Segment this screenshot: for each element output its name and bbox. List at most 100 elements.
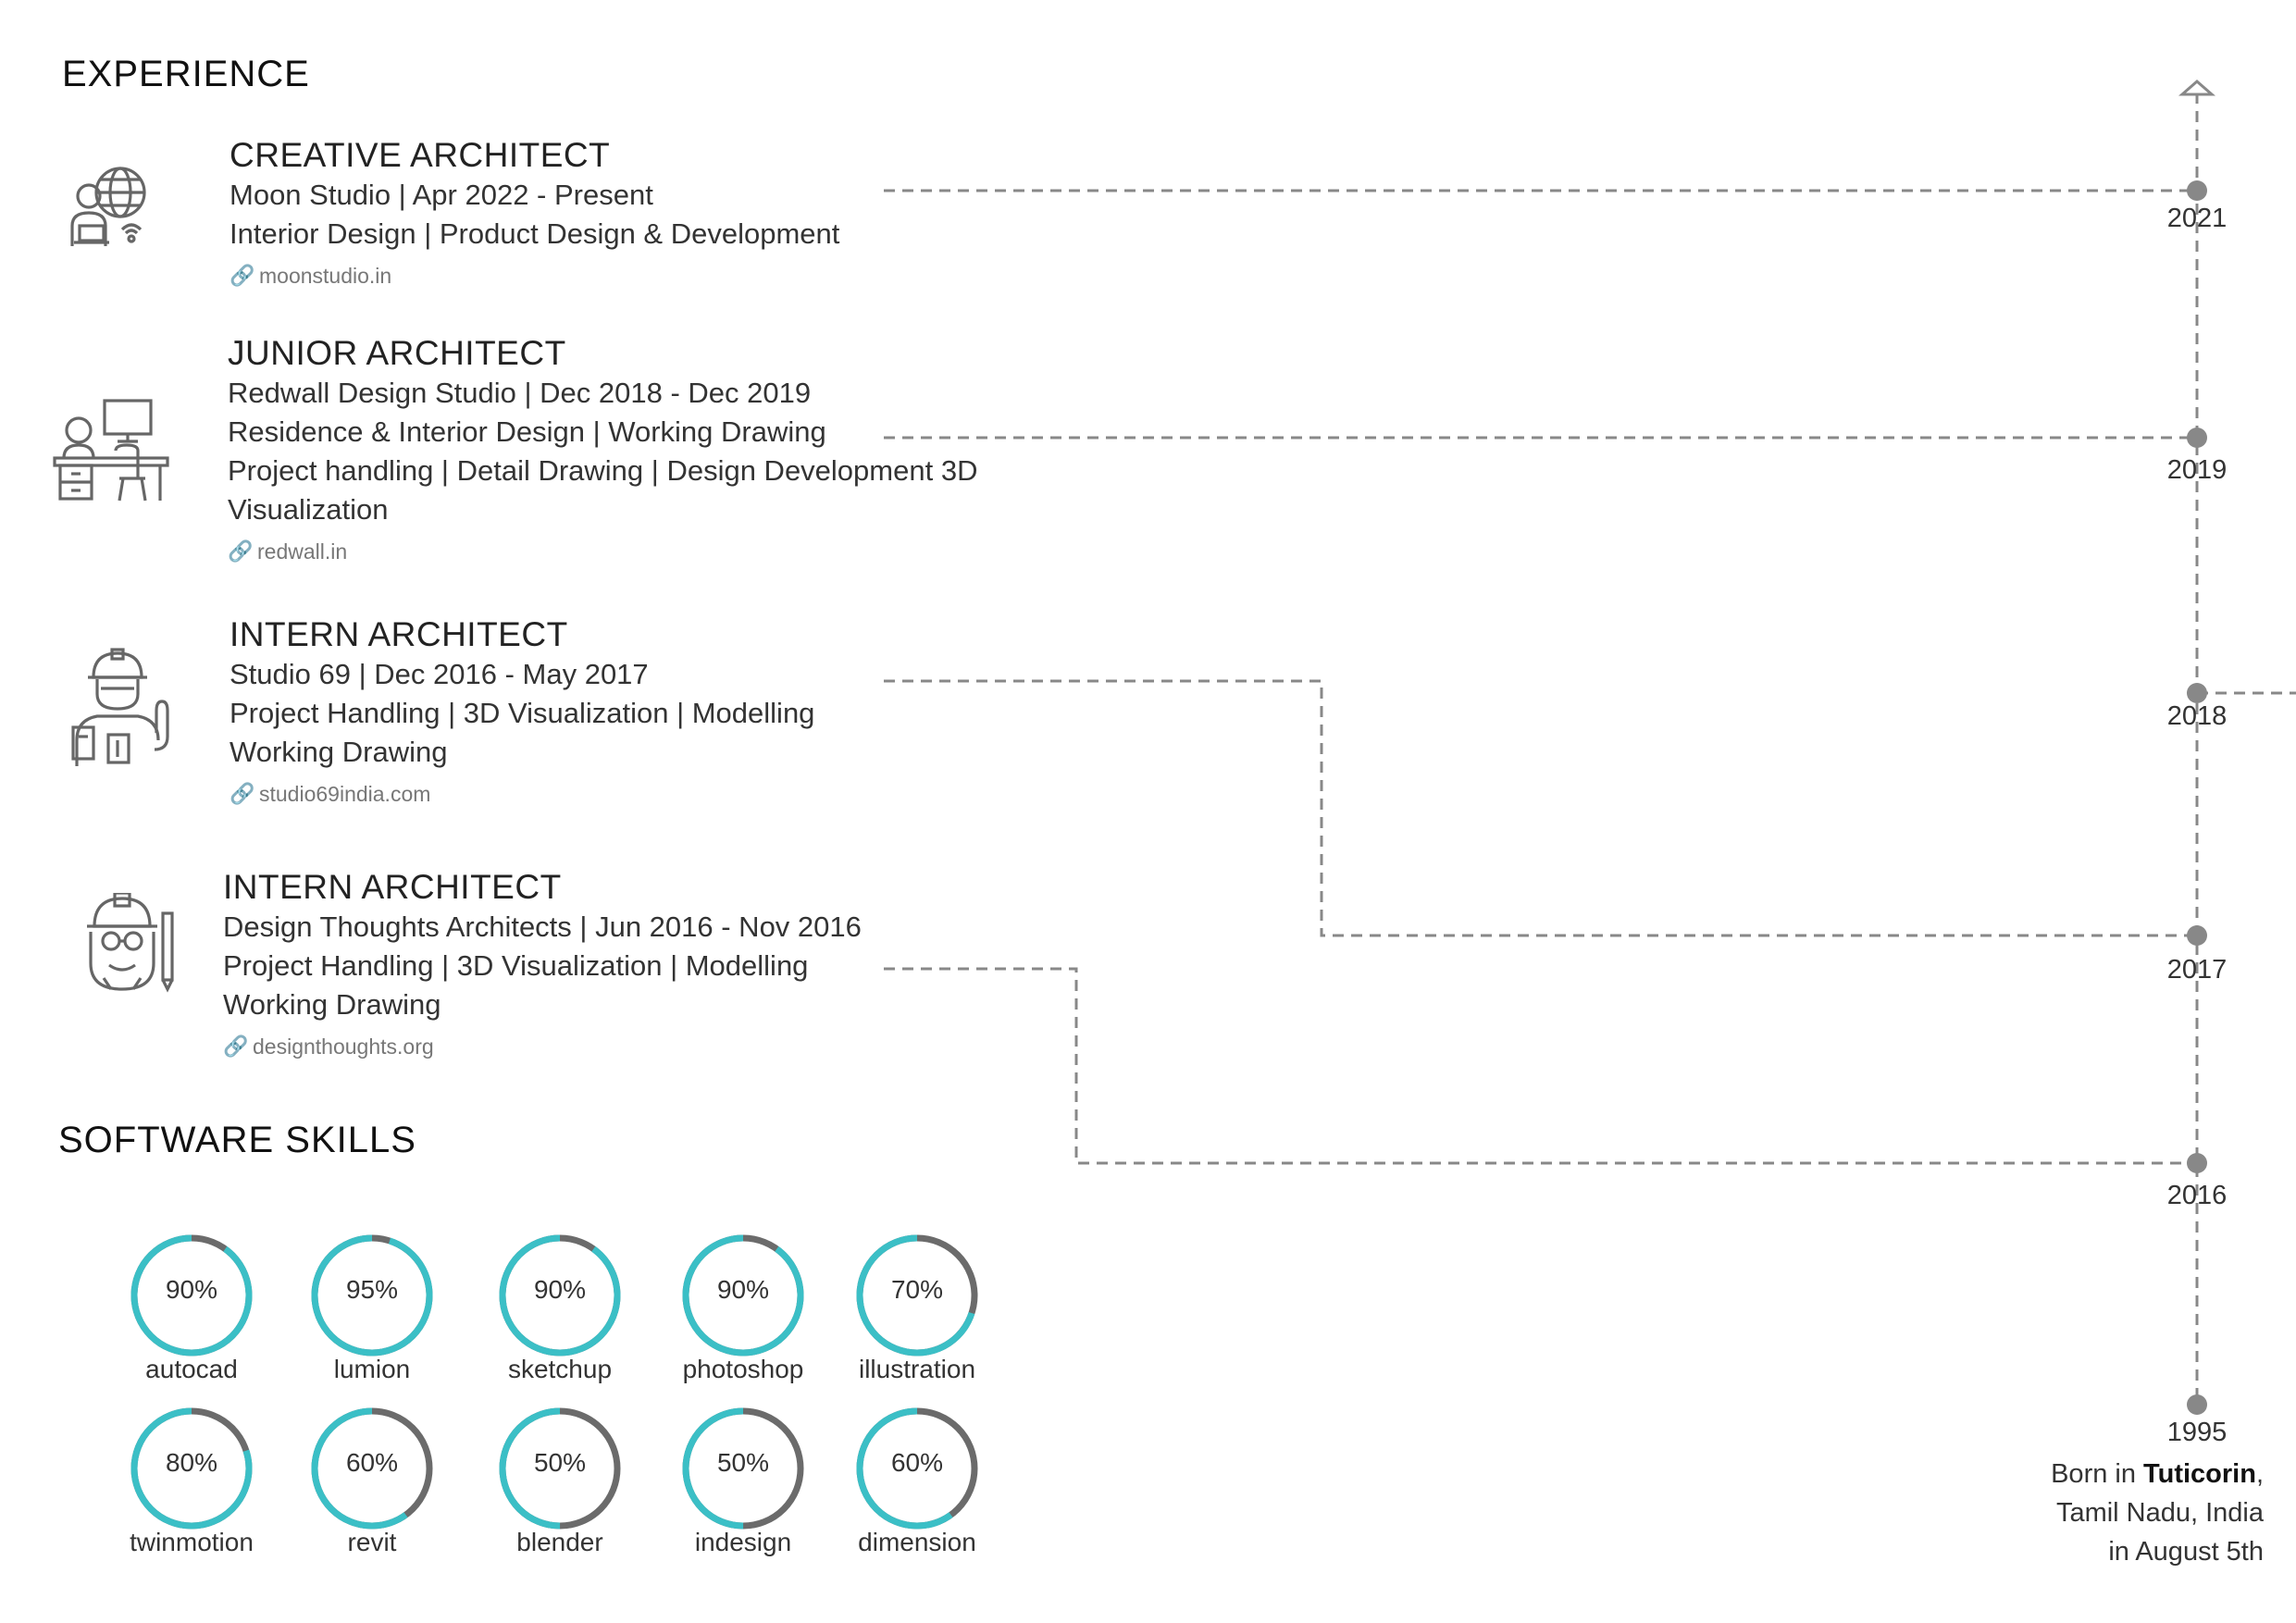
skill-name: autocad bbox=[145, 1355, 238, 1383]
job-link[interactable]: 🔗 moonstudio.in bbox=[230, 259, 839, 292]
skill-percent: 60% bbox=[345, 1448, 399, 1477]
skill-twinmotion: 80%twinmotion bbox=[127, 1404, 256, 1557]
timeline-node-2019 bbox=[2187, 427, 2207, 448]
job-link[interactable]: 🔗 studio69india.com bbox=[230, 777, 814, 811]
job-description: Project Handling | 3D Visualization | Mo… bbox=[230, 697, 815, 729]
job-title: INTERN ARCHITECT bbox=[230, 615, 568, 653]
skill-name: dimension bbox=[858, 1528, 976, 1556]
link-icon: 🔗 bbox=[228, 539, 254, 563]
skill-name: sketchup bbox=[507, 1355, 613, 1383]
designer-globe-icon bbox=[65, 157, 157, 254]
skill-name: revit bbox=[347, 1528, 397, 1556]
skill-ring-fill bbox=[130, 1234, 253, 1357]
job-description: Visualization bbox=[228, 493, 389, 526]
job-description: Working Drawing bbox=[230, 736, 448, 768]
link-icon: 🔗 bbox=[230, 782, 255, 805]
skill-ring-fill bbox=[682, 1234, 804, 1357]
skill-ring-fill bbox=[130, 1407, 253, 1530]
job-company-dates: Moon Studio | Apr 2022 - Present bbox=[230, 179, 653, 211]
job-title: CREATIVE ARCHITECT bbox=[230, 136, 611, 174]
job-junior-architect: JUNIOR ARCHITECT Redwall Design Studio |… bbox=[228, 333, 977, 568]
job-link-text[interactable]: studio69india.com bbox=[259, 782, 431, 806]
timeline-node-2016 bbox=[2187, 1153, 2207, 1173]
engineer-helmet-icon bbox=[81, 891, 179, 999]
skill-ring-fill bbox=[499, 1234, 621, 1357]
engineer-blueprint-icon bbox=[69, 648, 171, 773]
job-description: Project Handling | 3D Visualization | Mo… bbox=[223, 949, 809, 982]
skill-indesign: 50% indesign bbox=[678, 1404, 808, 1557]
skill-name: blender bbox=[516, 1528, 603, 1556]
skill-sketchup: 90% sketchup bbox=[495, 1231, 625, 1384]
job-link[interactable]: 🔗 redwall.in bbox=[228, 535, 977, 568]
skill-illustration: 70% illustration bbox=[852, 1231, 982, 1384]
job-intern-design-thoughts: INTERN ARCHITECT Design Thoughts Archite… bbox=[223, 867, 862, 1063]
job-link[interactable]: 🔗 designthoughts.org bbox=[223, 1030, 862, 1063]
arrow-up-icon bbox=[2178, 80, 2215, 96]
year-label: 2021 bbox=[2166, 204, 2228, 233]
skill-ring-fill bbox=[499, 1407, 621, 1530]
skill-ring-fill bbox=[856, 1407, 978, 1530]
job-creative-architect: CREATIVE ARCHITECT Moon Studio | Apr 202… bbox=[230, 135, 839, 292]
timeline-node-2021 bbox=[2187, 180, 2207, 201]
year-label: 2019 bbox=[2166, 455, 2228, 485]
job-intern-studio69: INTERN ARCHITECT Studio 69 | Dec 2016 - … bbox=[230, 614, 814, 811]
skill-ring bbox=[499, 1407, 621, 1530]
born-city: Tuticorin bbox=[2143, 1459, 2256, 1489]
timeline-node-2017 bbox=[2187, 925, 2207, 946]
skill-photoshop: 90% photoshop bbox=[678, 1231, 808, 1384]
job-description: Residence & Interior Design | Working Dr… bbox=[228, 415, 826, 448]
skill-ring bbox=[311, 1234, 433, 1357]
timeline-node-1995 bbox=[2187, 1394, 2207, 1415]
year-label: 2018 bbox=[2166, 701, 2228, 731]
timeline-node-2018 bbox=[2187, 683, 2207, 703]
skill-ring-fill bbox=[682, 1407, 804, 1530]
skill-percent: 50% bbox=[533, 1448, 587, 1477]
born-suffix: , bbox=[2255, 1459, 2264, 1489]
job-title: JUNIOR ARCHITECT bbox=[228, 334, 566, 372]
born-region: Tamil Nadu, India bbox=[2055, 1498, 2264, 1528]
job-description: Interior Design | Product Design & Devel… bbox=[230, 217, 840, 250]
skill-percent: 50% bbox=[716, 1448, 770, 1477]
software-skills-heading: SOFTWARE SKILLS bbox=[58, 1120, 416, 1160]
link-icon: 🔗 bbox=[223, 1035, 249, 1058]
experience-heading: EXPERIENCE bbox=[62, 54, 310, 94]
skill-percent: 90% bbox=[533, 1275, 587, 1304]
skill-ring bbox=[856, 1407, 978, 1530]
skill-ring bbox=[499, 1234, 621, 1357]
job-description: Project handling | Detail Drawing | Desi… bbox=[228, 454, 978, 487]
job-link-text[interactable]: redwall.in bbox=[257, 539, 348, 564]
skill-name: photoshop bbox=[682, 1355, 804, 1383]
skill-ring bbox=[130, 1407, 253, 1530]
job-title: INTERN ARCHITECT bbox=[223, 868, 562, 906]
skill-ring bbox=[856, 1234, 978, 1357]
job-company-dates: Studio 69 | Dec 2016 - May 2017 bbox=[230, 658, 649, 690]
birth-info: Born in Tuticorin, Tamil Nadu, India in … bbox=[2051, 1455, 2264, 1571]
skill-percent: 70% bbox=[890, 1275, 944, 1304]
skill-ring bbox=[682, 1407, 804, 1530]
born-date: in August 5th bbox=[2108, 1537, 2264, 1567]
skill-autocad: 90% autocad bbox=[127, 1231, 256, 1384]
born-prefix: Born in bbox=[2051, 1459, 2144, 1489]
skill-ring bbox=[682, 1234, 804, 1357]
skill-blender: 50% blender bbox=[495, 1404, 625, 1557]
skill-ring bbox=[311, 1407, 433, 1530]
skill-percent: 90% bbox=[165, 1275, 218, 1304]
job-link-text[interactable]: designthoughts.org bbox=[253, 1035, 434, 1059]
skill-name: illustration bbox=[858, 1355, 976, 1383]
skill-percent: 95% bbox=[345, 1275, 399, 1304]
skill-ring bbox=[130, 1234, 253, 1357]
connector-intern-studio69 bbox=[884, 679, 2197, 937]
connector-intern-design-thoughts bbox=[884, 967, 2197, 1165]
job-company-dates: Design Thoughts Architects | Jun 2016 - … bbox=[223, 911, 862, 943]
skill-ring-fill bbox=[856, 1234, 978, 1357]
skill-name: indesign bbox=[694, 1528, 792, 1556]
year-label: 2017 bbox=[2166, 955, 2228, 985]
year-label: 2016 bbox=[2166, 1181, 2228, 1210]
skill-dimension: 60%dimension bbox=[852, 1404, 982, 1557]
skill-lumion: 95%lumion bbox=[307, 1231, 437, 1384]
skill-revit: 60% revit bbox=[307, 1404, 437, 1557]
job-link-text[interactable]: moonstudio.in bbox=[259, 264, 392, 288]
skill-name: twinmotion bbox=[130, 1528, 254, 1556]
skill-percent: 90% bbox=[716, 1275, 770, 1304]
